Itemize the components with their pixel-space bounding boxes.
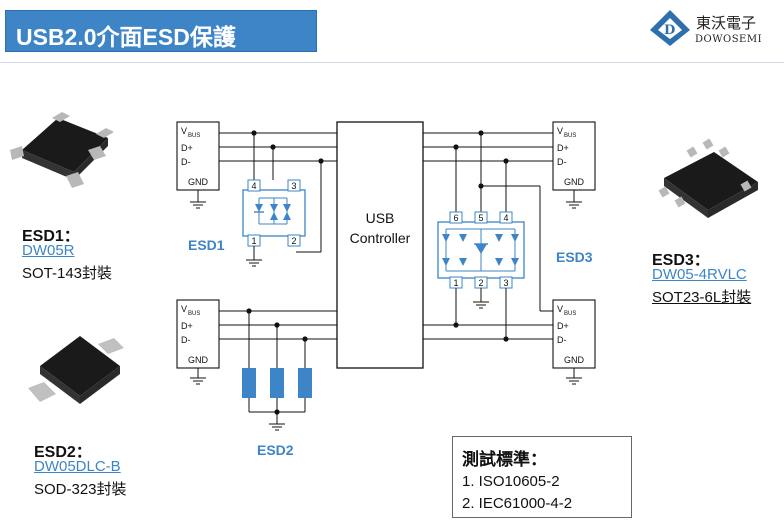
company-logo: D 東沃電子 DOWOSEMI [648,8,780,52]
svg-text:1: 1 [251,236,256,246]
svg-text:D-: D- [557,335,567,345]
esd3-package: SOT23-6L封裝 [652,289,752,306]
test-standards-box: 測試標準： 1. ISO10605-2 2. IEC61000-4-2 [452,436,632,518]
header-divider [0,62,784,63]
usb-controller-block [336,121,424,369]
svg-text:BUS: BUS [188,133,200,139]
svg-text:V: V [557,304,563,314]
dowosemi-logo-icon: D [650,10,690,46]
esd2-package: SOD-323封裝 [34,481,127,498]
esd1-package: SOT-143封裝 [22,265,113,282]
svg-text:4: 4 [503,213,508,223]
logo-letter: D [664,23,675,38]
svg-text:D+: D+ [181,143,193,153]
esd2-chip-image [28,336,124,404]
svg-text:D+: D+ [557,143,569,153]
connector-bottom-left: V BUS D+ D- GND [176,299,220,385]
svg-text:V: V [557,126,563,136]
controller-label-line2: Controller [350,230,411,246]
esd3-part-link[interactable]: DW05-4RVLC [652,266,747,283]
esd3-chip-image [658,138,758,218]
svg-text:4: 4 [251,181,256,191]
svg-text:D+: D+ [181,321,193,331]
connector-top-left: V BUS D+ D- GND [176,121,220,209]
esd2-diagram-label: ESD2 [257,442,294,458]
standards-title: 測試標準： [462,450,547,469]
esd1-label: ESD1： [22,228,80,245]
esd2-label: ESD2： [34,444,92,461]
controller-label-line1: USB [366,210,395,226]
svg-text:D-: D- [181,335,191,345]
svg-text:3: 3 [291,181,296,191]
svg-text:3: 3 [503,278,508,288]
svg-text:2: 2 [291,236,296,246]
esd3-label: ESD3： [652,252,710,269]
svg-text:1: 1 [453,278,458,288]
esd3-diagram-label: ESD3 [556,249,593,265]
esd3-device-symbol: 6 5 4 1 2 3 [437,211,525,289]
svg-text:BUS: BUS [188,311,200,317]
svg-text:2: 2 [478,278,483,288]
title-bar: USB2.0介面ESD保護 [5,10,317,52]
standard-item-2: 2. IEC61000-4-2 [462,495,573,512]
esd2-device-symbols [242,368,312,398]
connector-top-right: V BUS D+ D- GND [552,121,596,209]
connector-bottom-right: V BUS D+ D- GND [552,299,596,385]
svg-text:GND: GND [188,355,209,365]
esd1-part-link[interactable]: DW05R [22,242,75,259]
svg-text:GND: GND [564,355,585,365]
svg-text:V: V [181,126,187,136]
svg-text:D-: D- [557,157,567,167]
svg-text:5: 5 [478,213,483,223]
logo-chinese-name: 東沃電子 [696,14,757,32]
standard-item-1: 1. ISO10605-2 [462,473,560,490]
svg-text:BUS: BUS [564,133,576,139]
svg-text:GND: GND [564,177,585,187]
svg-text:6: 6 [453,213,458,223]
svg-text:D+: D+ [557,321,569,331]
logo-english-name: DOWOSEMI [695,34,763,45]
esd1-chip-image [10,112,114,188]
svg-text:BUS: BUS [564,311,576,317]
esd2-part-link[interactable]: DW05DLC-B [34,458,121,475]
page-title: USB2.0介面ESD保護 [16,24,236,50]
svg-text:V: V [181,304,187,314]
svg-text:D-: D- [181,157,191,167]
esd1-diagram-label: ESD1 [188,237,225,253]
svg-text:GND: GND [188,177,209,187]
esd1-device-symbol: 4 3 1 2 [242,179,306,247]
